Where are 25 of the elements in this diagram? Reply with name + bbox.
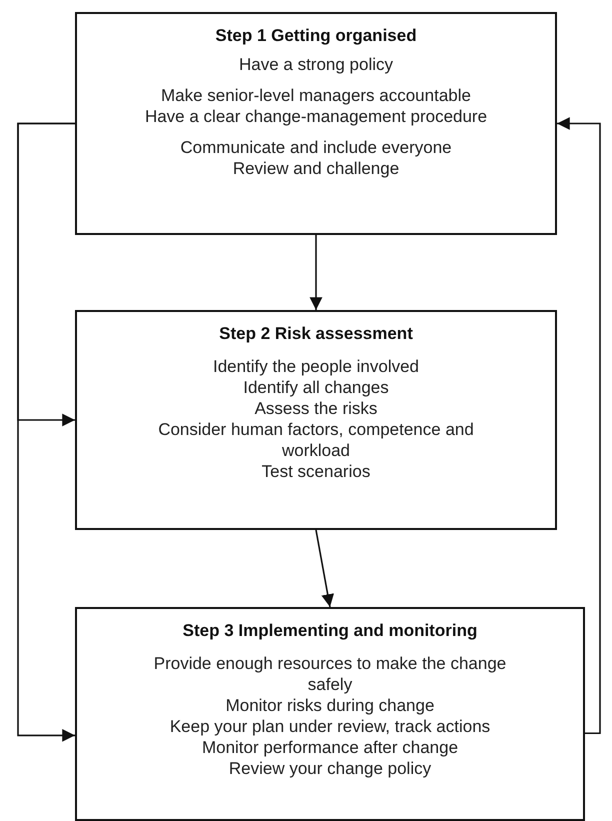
step-item: Identify all changes: [243, 377, 389, 398]
step-item: Assess the risks: [254, 398, 378, 419]
step-heading: Step 1 Getting organised: [215, 26, 417, 46]
arrow: [557, 117, 601, 734]
step-box: [75, 12, 557, 235]
step-item: Review your change policy: [228, 758, 432, 779]
step-item: Test scenarios: [262, 461, 370, 482]
step-box: [75, 607, 585, 821]
step-item: Monitor risks during change: [226, 695, 434, 716]
arrow: [17, 122, 75, 742]
step-item: Communicate and include everyone: [180, 137, 452, 158]
step-item: Make senior-level managers accountable: [161, 85, 471, 106]
step-item: Keep your plan under review, track actions: [170, 716, 490, 737]
step-item: Consider human factors, competence and workload: [157, 419, 475, 461]
step-box: [75, 310, 557, 530]
step-heading: Step 3 Implementing and monitoring: [182, 621, 478, 641]
step-item: Monitor performance after change: [202, 737, 458, 758]
step-item: Review and challenge: [232, 158, 400, 179]
step-item: Have a clear change-management procedure: [144, 106, 488, 127]
step-item: Have a strong policy: [238, 54, 394, 75]
arrow: [315, 530, 334, 608]
step-item: Provide enough resources to make the change safely: [152, 653, 508, 695]
step-item: Identify the people involved: [212, 356, 420, 377]
arrow: [310, 235, 322, 310]
step-heading: Step 2 Risk assessment: [219, 324, 413, 344]
